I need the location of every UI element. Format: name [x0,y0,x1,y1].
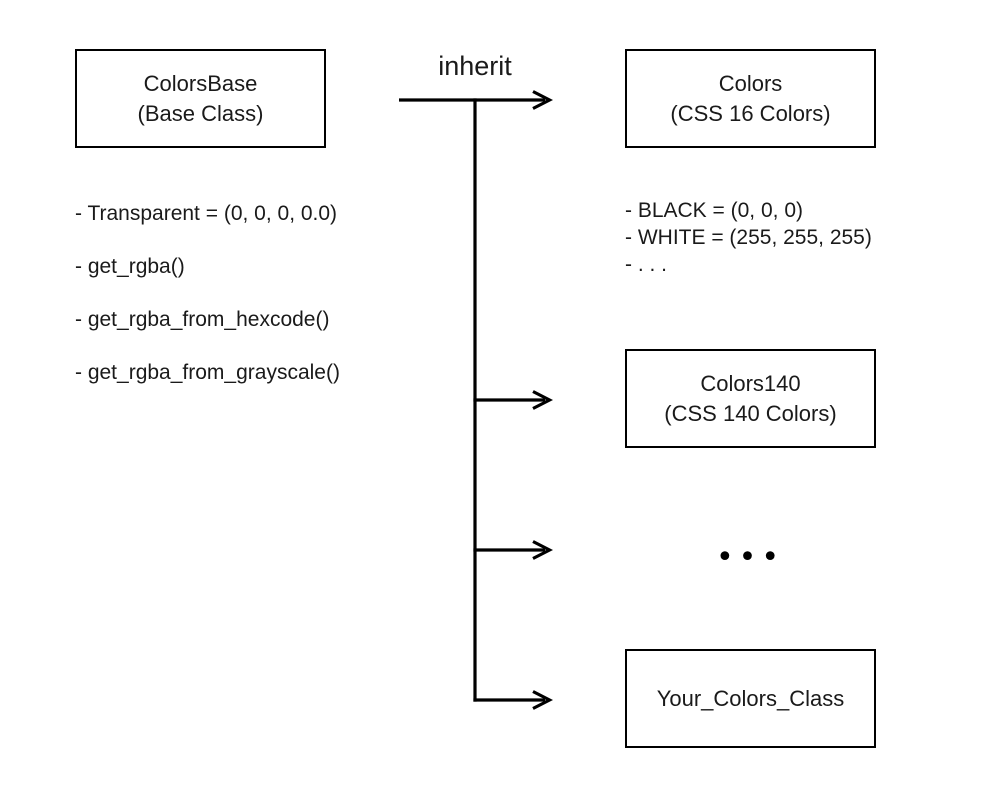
inherit-label: inherit [438,51,512,81]
member-item: - Transparent = (0, 0, 0, 0.0) [75,202,338,225]
class-box-your-colors-class: Your_Colors_Class [625,649,876,748]
member-item: - BLACK = (0, 0, 0) [625,199,803,222]
branch-arrow-colors140 [473,390,553,410]
more-classes-ellipsis: ••• [715,540,785,575]
class-title: Colors140 [700,370,801,396]
member-item: - get_rgba_from_grayscale() [75,361,340,384]
branch-arrow-more-classes [473,540,553,560]
class-box-colors140: Colors140 (CSS 140 Colors) [625,349,876,448]
class-box-colors: Colors (CSS 16 Colors) [625,49,876,148]
class-title: Colors [718,70,783,96]
base-class-members: - Transparent = (0, 0, 0, 0.0) - get_rgb… [75,200,340,412]
class-box-colorsbase: ColorsBase (Base Class) [75,49,326,148]
member-item: - WHITE = (255, 255, 255) [625,226,872,249]
class-title: ColorsBase [143,70,258,96]
class-title: Your_Colors_Class [656,685,845,711]
branch-arrow-your-colors-class [473,690,553,710]
inherit-arrow-colors [399,90,553,110]
member-item: - get_rgba() [75,255,185,278]
member-item: - get_rgba_from_hexcode() [75,308,330,331]
class-subtitle: (CSS 16 Colors) [670,100,831,126]
class-subtitle: (Base Class) [137,100,264,126]
class-subtitle: (CSS 140 Colors) [664,400,837,426]
colors-class-members: - BLACK = (0, 0, 0) - WHITE = (255, 255,… [625,197,872,278]
member-item: - . . . [625,253,667,276]
